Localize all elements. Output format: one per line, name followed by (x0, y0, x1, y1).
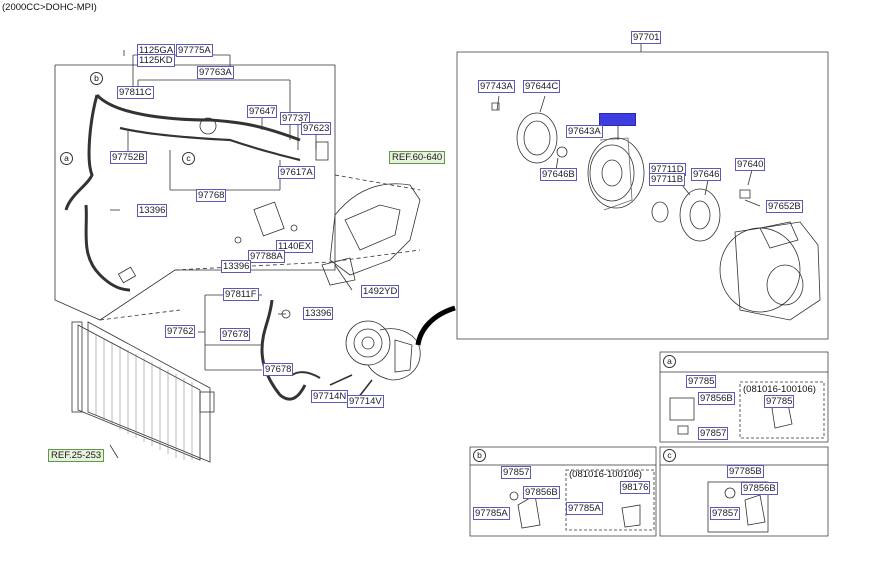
part-label-97646B[interactable]: 97646B (540, 168, 577, 181)
part-label-97623[interactable]: 97623 (301, 122, 332, 135)
part-label-97811C[interactable]: 97811C (117, 86, 154, 99)
ref-25-253[interactable]: REF.25-253 (48, 449, 105, 462)
detail-a-97856B[interactable]: 97856B (698, 392, 735, 405)
part-label-97768[interactable]: 97768 (196, 189, 227, 202)
part-label-97711B[interactable]: 97711B (649, 173, 686, 186)
part-label-97652B[interactable]: 97652B (766, 200, 803, 213)
part-label-97752B[interactable]: 97752B (110, 151, 147, 164)
part-label-1140EX[interactable]: 1140EX (276, 240, 314, 253)
callout-c-detail: c (663, 449, 676, 462)
detail-b-98176[interactable]: 98176 (620, 481, 651, 494)
part-label-97617A[interactable]: 97617A (278, 166, 315, 179)
callout-a-detail: a (663, 355, 676, 368)
part-label-97646[interactable]: 97646 (691, 168, 722, 181)
part-label-97763A[interactable]: 97763A (197, 66, 234, 79)
part-label-97678-a[interactable]: 97678 (220, 328, 251, 341)
part-label-97714V[interactable]: 97714V (347, 395, 384, 408)
part-label-97737[interactable]: 97737 (280, 112, 311, 125)
part-label-1492YD[interactable]: 1492YD (361, 285, 400, 298)
part-label-97678-b[interactable]: 97678 (263, 363, 294, 376)
detail-a-97785[interactable]: 97785 (686, 375, 717, 388)
part-label-1125KD[interactable]: 1125KD (137, 54, 175, 67)
detail-b-97785A[interactable]: 97785A (473, 507, 510, 520)
part-label-97714N[interactable]: 97714N (311, 390, 349, 403)
part-label-13396-c[interactable]: 13396 (303, 307, 334, 320)
part-label-97643E-highlighted[interactable]: 97643E (599, 113, 636, 126)
part-label-97743A[interactable]: 97743A (478, 80, 515, 93)
part-label-97643A[interactable]: 97643A (566, 125, 603, 138)
detail-c-97857[interactable]: 97857 (710, 507, 741, 520)
callout-a-left: a (60, 152, 73, 165)
callout-b-left: b (90, 72, 103, 85)
part-label-97701[interactable]: 97701 (631, 31, 662, 44)
part-label-97647[interactable]: 97647 (247, 105, 278, 118)
part-label-97811F[interactable]: 97811F (223, 288, 259, 301)
detail-c-97785B[interactable]: 97785B (727, 465, 764, 478)
detail-a-date-range: (081016-100106) (743, 384, 816, 395)
part-label-13396-a[interactable]: 13396 (137, 204, 168, 217)
part-label-97640[interactable]: 97640 (735, 158, 766, 171)
detail-b-97857[interactable]: 97857 (501, 466, 532, 479)
part-label-97788A[interactable]: 97788A (248, 250, 285, 263)
callout-c-left: c (182, 152, 195, 165)
detail-b-date-range: (081016-100106) (569, 469, 642, 480)
part-label-97644C[interactable]: 97644C (523, 80, 561, 93)
detail-b-97856B[interactable]: 97856B (523, 486, 560, 499)
part-label-97775A[interactable]: 97775A (176, 44, 213, 57)
detail-b-97785A-alt[interactable]: 97785A (566, 502, 603, 515)
detail-a-97857[interactable]: 97857 (698, 427, 729, 440)
part-label-13396-b[interactable]: 13396 (221, 260, 252, 273)
ref-60-640[interactable]: REF.60-640 (389, 151, 446, 164)
detail-a-97785-alt[interactable]: 97785 (764, 395, 795, 408)
page-title: (2000CC>DOHC-MPI) (2, 2, 97, 13)
part-label-97762[interactable]: 97762 (165, 325, 196, 338)
detail-c-97856B[interactable]: 97856B (741, 482, 778, 495)
callout-b-detail: b (473, 449, 486, 462)
